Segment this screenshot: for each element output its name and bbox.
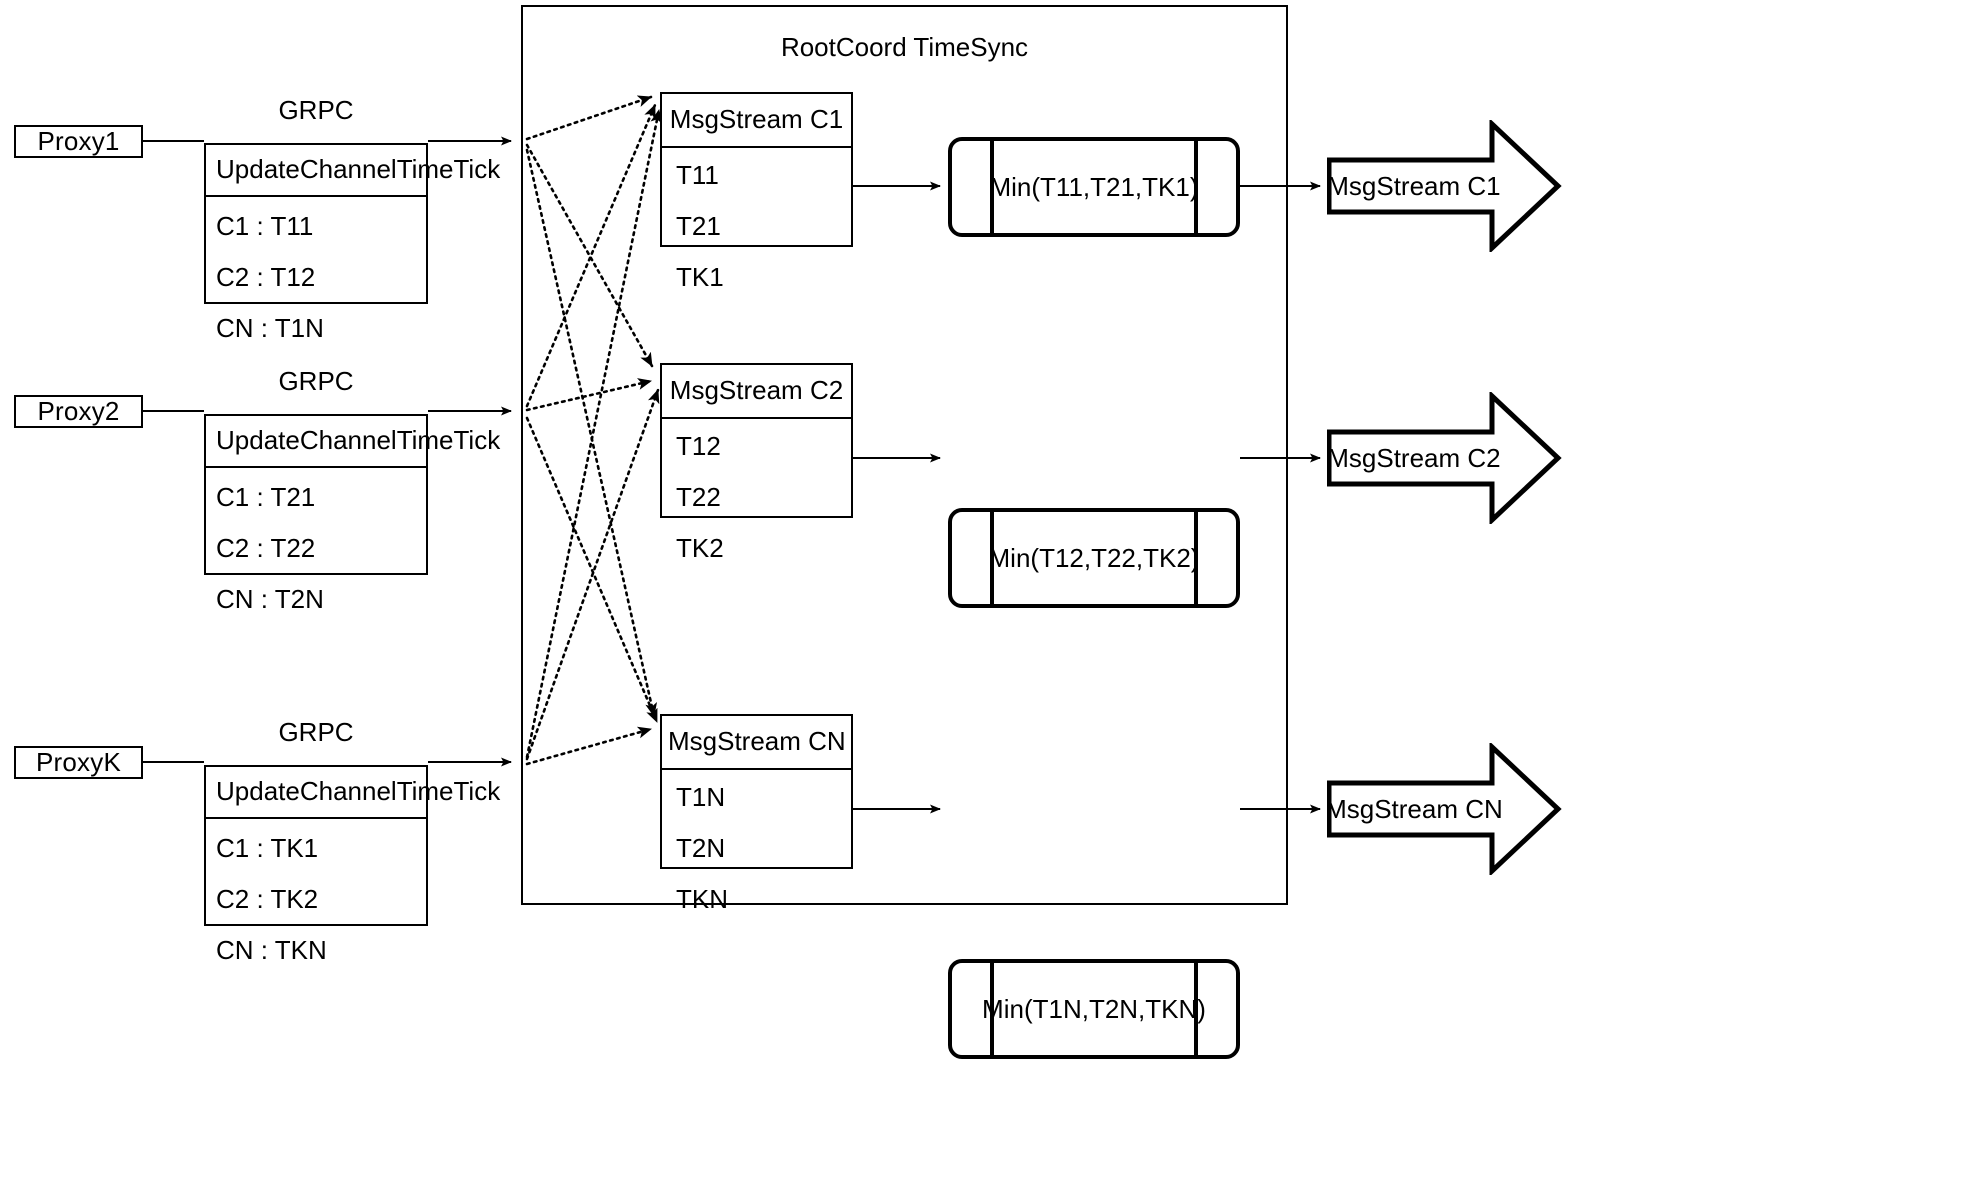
output-block-arrow-c2: MsgStream C2 — [1327, 392, 1562, 524]
tick-row: C1 : T11 — [216, 211, 314, 241]
tick-table-header: UpdateChannelTimeTick — [206, 145, 500, 197]
tick-row: C1 : TK1 — [216, 833, 319, 863]
update-channel-timetick-table-1: UpdateChannelTimeTick C1 : T11 C2 : T12 … — [204, 143, 500, 343]
output-label: MsgStream C1 — [1327, 170, 1501, 201]
proxy-box-k[interactable]: ProxyK — [14, 746, 143, 779]
min-process-box-cn: Min(T1N,T2N,TKN) — [948, 959, 1240, 1059]
tick-table-body: C1 : TK1 C2 : TK2 CN : TKN — [206, 819, 426, 986]
tick-row: CN : TKN — [216, 935, 327, 965]
tick-table-body: C1 : T21 C2 : T22 CN : T2N — [206, 468, 426, 635]
msgstream-tick: T11 — [676, 160, 719, 190]
rootcoord-timesync-title: RootCoord TimeSync — [780, 32, 1029, 62]
msgstream-body: T12 T22 TK2 — [662, 419, 851, 584]
grpc-label-k: GRPC — [278, 717, 354, 747]
process-bar-left — [990, 508, 994, 608]
tick-table-header: UpdateChannelTimeTick — [206, 416, 500, 468]
output-block-arrow-c1: MsgStream C1 — [1327, 120, 1562, 252]
output-label: MsgStream C2 — [1327, 442, 1501, 473]
process-bar-left — [990, 959, 994, 1059]
proxy-label: Proxy1 — [37, 126, 120, 156]
msgstream-tick: T21 — [676, 211, 721, 241]
msgstream-tick: T1N — [676, 782, 726, 812]
msgstream-tick: TKN — [676, 884, 728, 914]
msgstream-title: MsgStream CN — [662, 716, 851, 770]
msgstream-tick: T12 — [676, 431, 721, 461]
msgstream-table-c2: MsgStream C2 T12 T22 TK2 — [660, 363, 853, 563]
msgstream-tick: TK1 — [676, 262, 724, 292]
min-label: Min(T1N,T2N,TKN) — [982, 993, 1206, 1024]
output-block-arrow-cn: MsgStream CN — [1325, 743, 1562, 875]
msgstream-title: MsgStream C1 — [662, 94, 851, 148]
output-label: MsgStream CN — [1325, 793, 1503, 824]
grpc-label-1: GRPC — [278, 95, 354, 125]
min-process-box-c1: Min(T11,T21,TK1) — [948, 137, 1240, 237]
rootcoord-timesync-container — [521, 5, 1288, 905]
tick-row: C2 : T22 — [216, 533, 316, 563]
tick-row: C2 : TK2 — [216, 884, 319, 914]
proxy-box-1[interactable]: Proxy1 — [14, 125, 143, 158]
msgstream-tick: T2N — [676, 833, 726, 863]
process-bar-right — [1194, 508, 1198, 608]
msgstream-tick: TK2 — [676, 533, 724, 563]
update-channel-timetick-table-2: UpdateChannelTimeTick C1 : T21 C2 : T22 … — [204, 414, 500, 614]
process-bar-right — [1194, 137, 1198, 237]
process-bar-right — [1194, 959, 1198, 1059]
min-label: Min(T11,T21,TK1) — [989, 171, 1199, 202]
proxy-label: ProxyK — [35, 747, 121, 777]
tick-row: C1 : T21 — [216, 482, 316, 512]
msgstream-tick: T22 — [676, 482, 721, 512]
tick-row: CN : T1N — [216, 313, 324, 343]
msgstream-title: MsgStream C2 — [662, 365, 851, 419]
grpc-label-2: GRPC — [278, 366, 354, 396]
msgstream-table-c1: MsgStream C1 T11 T21 TK1 — [660, 92, 853, 292]
update-channel-timetick-table-k: UpdateChannelTimeTick C1 : TK1 C2 : TK2 … — [204, 765, 500, 965]
min-process-box-c2: Min(T12,T22,TK2) — [948, 508, 1240, 608]
msgstream-body: T1N T2N TKN — [662, 770, 851, 935]
proxy-box-2[interactable]: Proxy2 — [14, 395, 143, 428]
proxy-label: Proxy2 — [37, 396, 120, 426]
msgstream-table-cn: MsgStream CN T1N T2N TKN — [660, 714, 853, 914]
min-label: Min(T12,T22,TK2) — [988, 542, 1200, 573]
process-bar-left — [990, 137, 994, 237]
msgstream-body: T11 T21 TK1 — [662, 148, 851, 313]
tick-row: C2 : T12 — [216, 262, 316, 292]
tick-row: CN : T2N — [216, 584, 324, 614]
tick-table-body: C1 : T11 C2 : T12 CN : T1N — [206, 197, 426, 364]
tick-table-header: UpdateChannelTimeTick — [206, 767, 500, 819]
